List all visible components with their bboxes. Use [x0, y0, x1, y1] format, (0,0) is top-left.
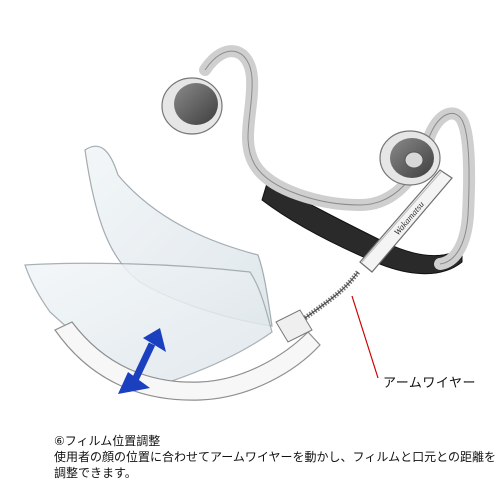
- adjust-arrow-icon: [118, 328, 166, 394]
- film-holder: [54, 321, 321, 401]
- product-illustration: Wakamatsu: [24, 45, 476, 401]
- arm-wire-label: アームワイヤー: [383, 376, 476, 391]
- caption-line-2: 調整できます。: [54, 466, 137, 480]
- caption-line-1: 使用者の顔の位置に合わせてアームワイヤーを動かし、フィルムと口元との距離を: [54, 450, 496, 464]
- wire-connector: [275, 309, 313, 343]
- film-front: [24, 262, 273, 386]
- caption-title: ⑥フィルム位置調整: [54, 434, 161, 448]
- callout-line: [351, 295, 379, 379]
- right-ear-pad: [379, 130, 441, 186]
- caption: ⑥フィルム位置調整 使用者の顔の位置に合わせてアームワイヤーを動かし、フィルムと…: [54, 433, 496, 481]
- arm-wire: [303, 270, 361, 321]
- left-ear-pad: [161, 77, 223, 135]
